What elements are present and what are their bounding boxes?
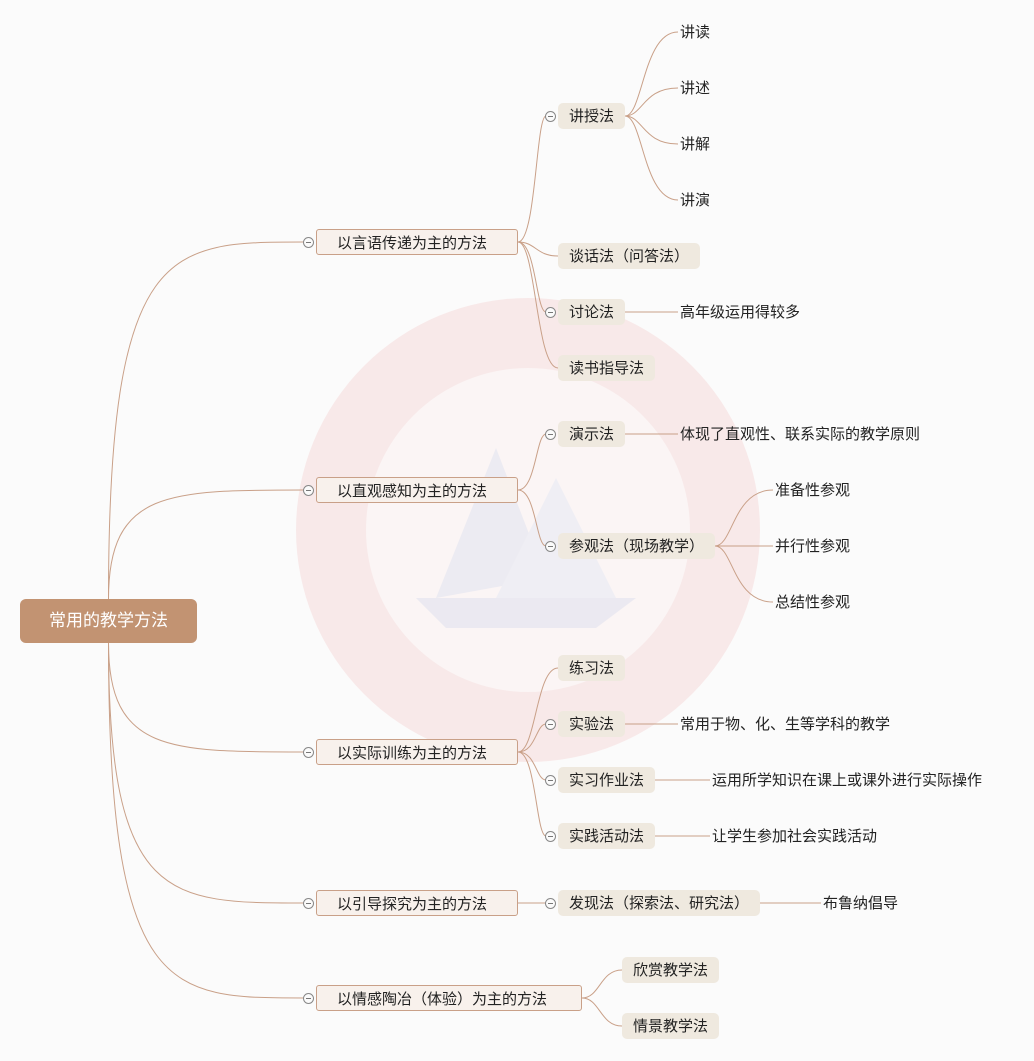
connector [517, 241, 547, 313]
connector [624, 115, 679, 145]
branch-emotion[interactable]: 以情感陶冶（体验）为主的方法 [316, 985, 582, 1011]
connector [714, 545, 774, 603]
connector [517, 751, 547, 781]
leaf-demonstration-note[interactable]: 体现了直观性、联系实际的教学原则 [680, 425, 921, 443]
method-practice-activity[interactable]: 实践活动法 [558, 823, 656, 849]
connector [714, 489, 774, 547]
connector [517, 751, 547, 837]
connector [108, 642, 305, 904]
connector [517, 489, 547, 547]
method-situational[interactable]: 情景教学法 [622, 1013, 720, 1039]
branch-perception[interactable]: 以直观感知为主的方法 [316, 477, 518, 503]
leaf-visit-summary[interactable]: 总结性参观 [775, 593, 851, 611]
connector [581, 969, 623, 999]
watermark-logo [296, 298, 760, 762]
leaf-visit-parallel[interactable]: 并行性参观 [775, 537, 851, 555]
method-internship[interactable]: 实习作业法 [558, 767, 656, 793]
collapse-toggle-icon[interactable] [303, 484, 314, 496]
method-lecture[interactable]: 讲授法 [558, 103, 626, 129]
collapse-toggle-icon[interactable] [545, 306, 556, 318]
connector [517, 241, 559, 369]
collapse-toggle-icon[interactable] [545, 540, 556, 552]
watermark-mountain-icon [416, 448, 636, 628]
connector [517, 433, 547, 491]
collapse-toggle-icon[interactable] [303, 992, 314, 1004]
leaf-lecture-narration[interactable]: 讲述 [680, 79, 711, 97]
collapse-toggle-icon[interactable] [303, 236, 314, 248]
leaf-lecture-speech[interactable]: 讲演 [680, 191, 711, 209]
method-visit[interactable]: 参观法（现场教学） [558, 533, 716, 559]
connector [108, 642, 305, 999]
method-discovery[interactable]: 发现法（探索法、研究法） [558, 890, 761, 916]
root-node[interactable]: 常用的教学方法 [20, 599, 197, 643]
connector [624, 87, 679, 117]
connector [517, 115, 547, 243]
connector [581, 997, 623, 1027]
leaf-practice-note[interactable]: 让学生参加社会实践活动 [712, 827, 878, 845]
leaf-lecture-reading[interactable]: 讲读 [680, 23, 711, 41]
collapse-toggle-icon[interactable] [545, 830, 556, 842]
method-demonstration[interactable]: 演示法 [558, 421, 626, 447]
collapse-toggle-icon[interactable] [545, 110, 556, 122]
collapse-toggle-icon[interactable] [545, 718, 556, 730]
leaf-discovery-note[interactable]: 布鲁纳倡导 [823, 894, 899, 912]
connector [108, 489, 305, 600]
connector [517, 667, 559, 753]
connector [517, 241, 559, 257]
leaf-visit-preparatory[interactable]: 准备性参观 [775, 481, 851, 499]
collapse-toggle-icon[interactable] [303, 746, 314, 758]
method-discussion[interactable]: 讨论法 [558, 299, 626, 325]
connector [108, 241, 305, 600]
collapse-toggle-icon[interactable] [545, 428, 556, 440]
connector [624, 115, 679, 201]
collapse-toggle-icon[interactable] [545, 774, 556, 786]
branch-inquiry[interactable]: 以引导探究为主的方法 [316, 890, 518, 916]
method-reading-guidance[interactable]: 读书指导法 [558, 355, 656, 381]
leaf-lecture-explanation[interactable]: 讲解 [680, 135, 711, 153]
method-conversation[interactable]: 谈话法（问答法） [558, 243, 701, 269]
connector [108, 642, 305, 753]
connector [517, 723, 547, 753]
leaf-experiment-note[interactable]: 常用于物、化、生等学科的教学 [680, 715, 891, 733]
leaf-internship-note[interactable]: 运用所学知识在课上或课外进行实际操作 [712, 771, 983, 789]
connector [624, 31, 679, 117]
method-experiment[interactable]: 实验法 [558, 711, 626, 737]
collapse-toggle-icon[interactable] [545, 897, 556, 909]
branch-verbal[interactable]: 以言语传递为主的方法 [316, 229, 518, 255]
method-appreciation[interactable]: 欣赏教学法 [622, 957, 720, 983]
leaf-discussion-note[interactable]: 高年级运用得较多 [680, 303, 801, 321]
branch-practice[interactable]: 以实际训练为主的方法 [316, 739, 518, 765]
collapse-toggle-icon[interactable] [303, 897, 314, 909]
method-exercise[interactable]: 练习法 [558, 655, 626, 681]
